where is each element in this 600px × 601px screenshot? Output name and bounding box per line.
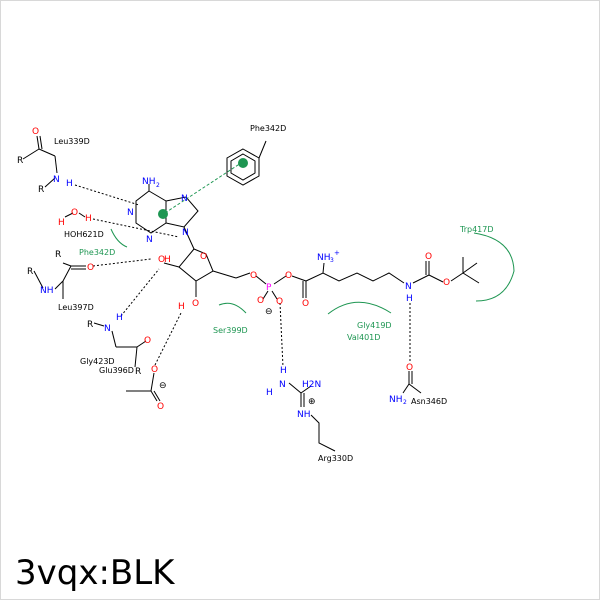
residue-phe342: Phe342D	[250, 124, 286, 133]
phosphate-charge: ⊖	[265, 307, 273, 317]
residue-gly419: Gly419D	[357, 321, 392, 330]
ester-o: O	[285, 271, 292, 281]
residue-hoh621: HOH621D	[64, 230, 104, 239]
alpha-subscript: 3	[330, 257, 334, 264]
gly423-h: H	[116, 313, 123, 323]
atom-n3: N	[146, 235, 153, 245]
pi-stacking-line	[164, 162, 242, 214]
centroid-adenine	[158, 209, 168, 219]
glu396-r: R	[135, 367, 141, 377]
gly423-o: O	[144, 336, 151, 346]
arg330-h-left: H	[266, 388, 273, 398]
residue-gly423: Gly423D	[80, 357, 115, 366]
leu397-r: R	[27, 267, 33, 277]
diagram-title: 3vqx:BLK	[15, 553, 175, 593]
boc-carbonyl-o: O	[425, 252, 432, 262]
atom-labels: NH 2 N N N N O O H O H O P O O O ⊖ O NH …	[17, 127, 450, 420]
residue-ser399: Ser399D	[213, 326, 248, 335]
atom-n7: N	[181, 194, 188, 204]
asn346-subscript: 2	[403, 399, 407, 406]
hydrogen-bonds	[74, 184, 411, 368]
asn346-nh: NH	[389, 395, 403, 405]
atom-n9: N	[182, 228, 189, 238]
h-2prime: H	[164, 255, 171, 265]
arg330-nh: NH	[297, 410, 311, 420]
residue-phe342-contact: Phe342D	[79, 248, 115, 257]
residue-labels: Leu339D Phe342D HOH621D Phe342D Leu397D …	[54, 124, 494, 463]
epsilon-h: H	[406, 294, 413, 304]
leu339-h: H	[66, 179, 73, 189]
residue-leu339: Leu339D	[54, 137, 90, 146]
ligand-bonds	[22, 135, 480, 452]
leu397-o: O	[87, 263, 94, 273]
arg330-n1: N	[279, 380, 286, 390]
glu396-o2: O	[157, 402, 164, 412]
carbonyl-o: O	[302, 299, 309, 309]
arg330-charge: ⊕	[308, 397, 316, 407]
water-h2: H	[85, 214, 92, 224]
leu339-o: O	[32, 127, 39, 137]
asn346-o: O	[406, 363, 413, 373]
leu339-r: R	[17, 156, 23, 166]
water-h1: H	[58, 218, 65, 228]
alpha-nh-label: NH	[317, 253, 331, 263]
phosphate-o2: O	[276, 297, 283, 307]
residue-trp417: Trp417D	[459, 225, 494, 234]
phosphate-o1: O	[257, 296, 264, 306]
residue-arg330: Arg330D	[318, 454, 353, 463]
o-2prime: O	[158, 255, 165, 265]
amine-nh-label: NH	[142, 177, 156, 187]
water-o: O	[71, 208, 78, 218]
ribose-o: O	[200, 252, 207, 262]
amine-subscript: 2	[156, 182, 160, 189]
hydrophobic-contacts	[110, 228, 515, 315]
arg330-h-top: H	[280, 366, 287, 376]
residue-asn346: Asn346D	[411, 397, 447, 406]
atom-n1: N	[127, 208, 134, 218]
leu339-n: N	[53, 175, 60, 185]
residue-val401: Val401D	[347, 333, 380, 342]
residue-leu397: Leu397D	[58, 303, 94, 312]
gly423-r: R	[87, 320, 93, 330]
epsilon-n: N	[405, 282, 412, 292]
o-3prime: O	[192, 299, 199, 309]
alpha-charge: +	[334, 249, 340, 257]
leu397-r2: R	[55, 250, 61, 260]
glu396-o1: O	[151, 365, 158, 375]
residue-glu396: Glu396D	[99, 366, 134, 375]
centroid-phenyl	[238, 158, 248, 168]
glu396-charge: ⊖	[159, 381, 167, 391]
leu397-nh: NH	[40, 286, 54, 296]
h-3prime: H	[178, 302, 185, 312]
phosphorus: P	[266, 283, 272, 293]
leu339-r2: R	[38, 185, 44, 195]
arg330-h2n: H2N	[302, 380, 321, 390]
boc-ether-o: O	[443, 278, 450, 288]
o-5prime: O	[250, 271, 257, 281]
gly423-n: N	[104, 324, 111, 334]
